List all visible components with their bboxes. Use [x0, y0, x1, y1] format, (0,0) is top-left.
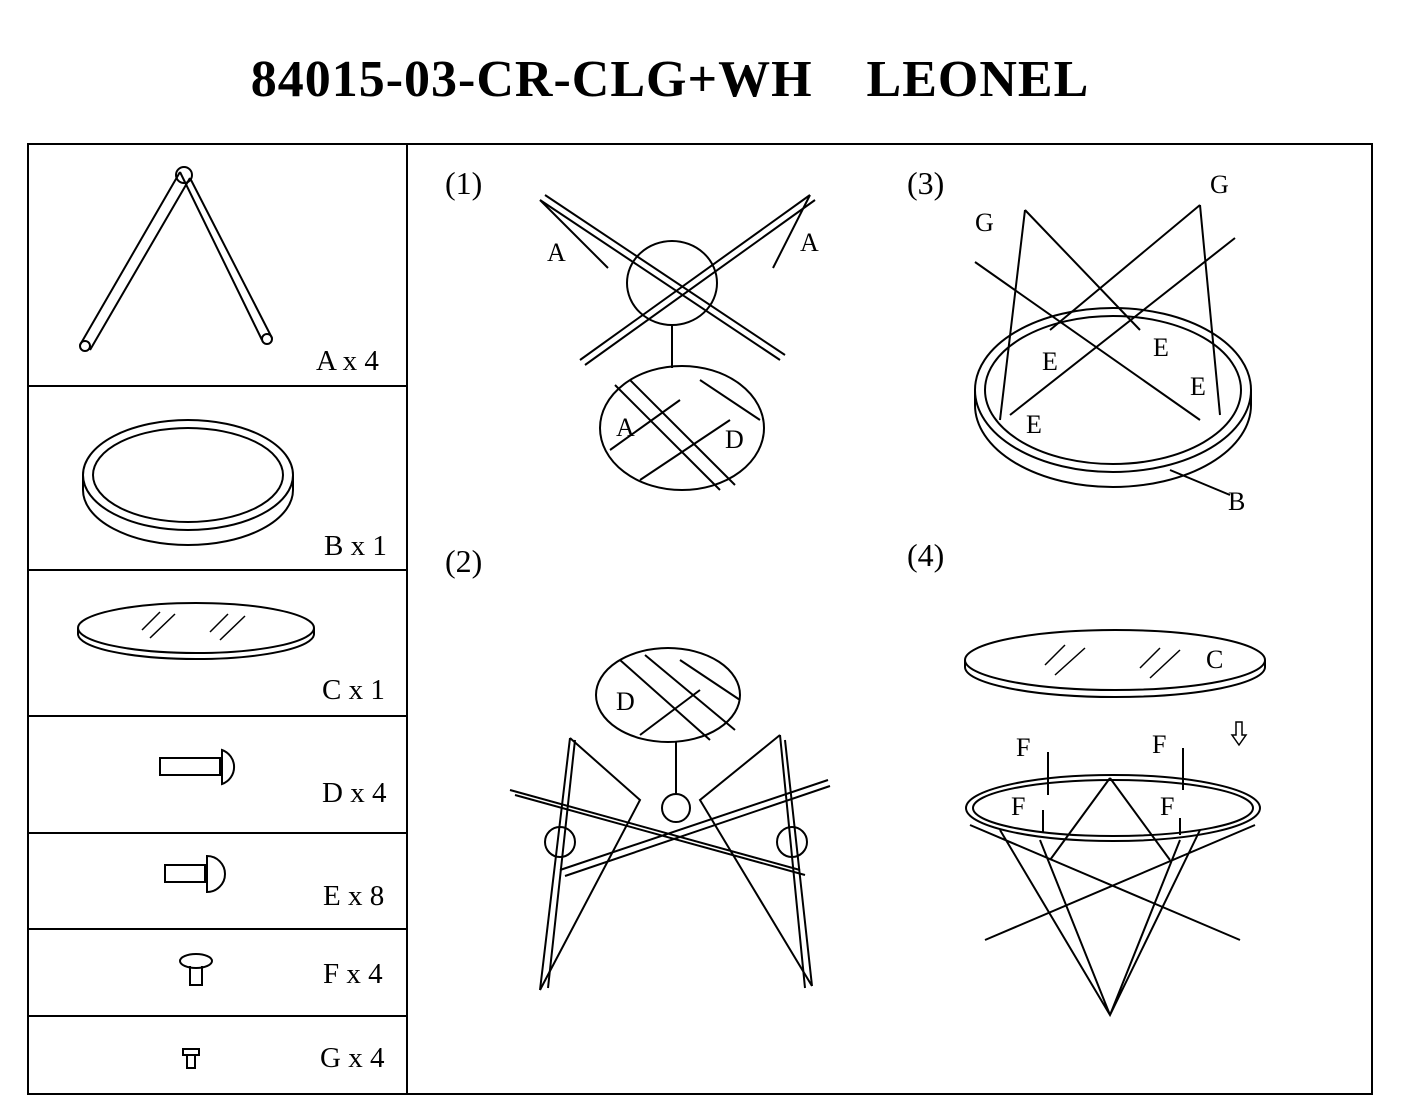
part-a-leg-illustration — [79, 166, 273, 352]
row-divider — [27, 385, 407, 387]
step-4-drawing — [964, 629, 1266, 1018]
part-b-label: B x 1 — [324, 530, 387, 562]
callout-e: E — [1153, 333, 1169, 362]
part-e-screw-illustration — [164, 854, 226, 894]
part-d-screw-illustration — [159, 748, 236, 786]
callout-a: A — [616, 413, 635, 442]
callout-f: F — [1011, 792, 1026, 821]
part-b-ring-illustration — [82, 419, 294, 546]
row-divider — [27, 715, 407, 717]
part-c-label: C x 1 — [322, 674, 385, 706]
part-g-cap-illustration — [182, 1048, 200, 1069]
part-a-label: A x 4 — [316, 345, 379, 377]
instruction-frame — [27, 143, 1373, 1095]
part-g-label: G x 4 — [320, 1042, 385, 1074]
callout-a: A — [547, 238, 566, 267]
row-divider — [27, 1015, 407, 1017]
callout-a: A — [800, 228, 819, 257]
step-3-drawing — [974, 204, 1252, 496]
part-e-label: E x 8 — [323, 880, 385, 912]
callout-f: F — [1016, 733, 1031, 762]
row-divider — [27, 569, 407, 571]
callout-e: E — [1190, 372, 1206, 401]
callout-d: D — [616, 687, 635, 716]
row-divider — [27, 928, 407, 930]
step-4-number: (4) — [907, 537, 945, 573]
callout-g: G — [1210, 170, 1229, 199]
step-1-drawing — [539, 194, 816, 491]
step-2-drawing — [509, 647, 831, 991]
part-f-label: F x 4 — [323, 958, 383, 990]
callout-e: E — [1026, 410, 1042, 439]
callout-f: F — [1152, 730, 1167, 759]
callout-b: B — [1228, 487, 1246, 516]
callout-c: C — [1206, 645, 1224, 674]
document-title: 84015-03-CR-CLG+WH LEONEL — [250, 51, 1090, 108]
step-3-number: (3) — [907, 165, 945, 201]
callout-d: D — [725, 425, 744, 454]
column-divider — [406, 143, 408, 1095]
step-1-number: (1) — [445, 165, 483, 201]
row-divider — [27, 832, 407, 834]
part-d-label: D x 4 — [322, 777, 387, 809]
callout-e: E — [1042, 347, 1058, 376]
callout-g: G — [975, 208, 994, 237]
part-f-cap-illustration — [179, 953, 213, 986]
part-c-glass-illustration — [77, 602, 315, 660]
step-2-number: (2) — [445, 543, 483, 579]
callout-f: F — [1160, 792, 1175, 821]
